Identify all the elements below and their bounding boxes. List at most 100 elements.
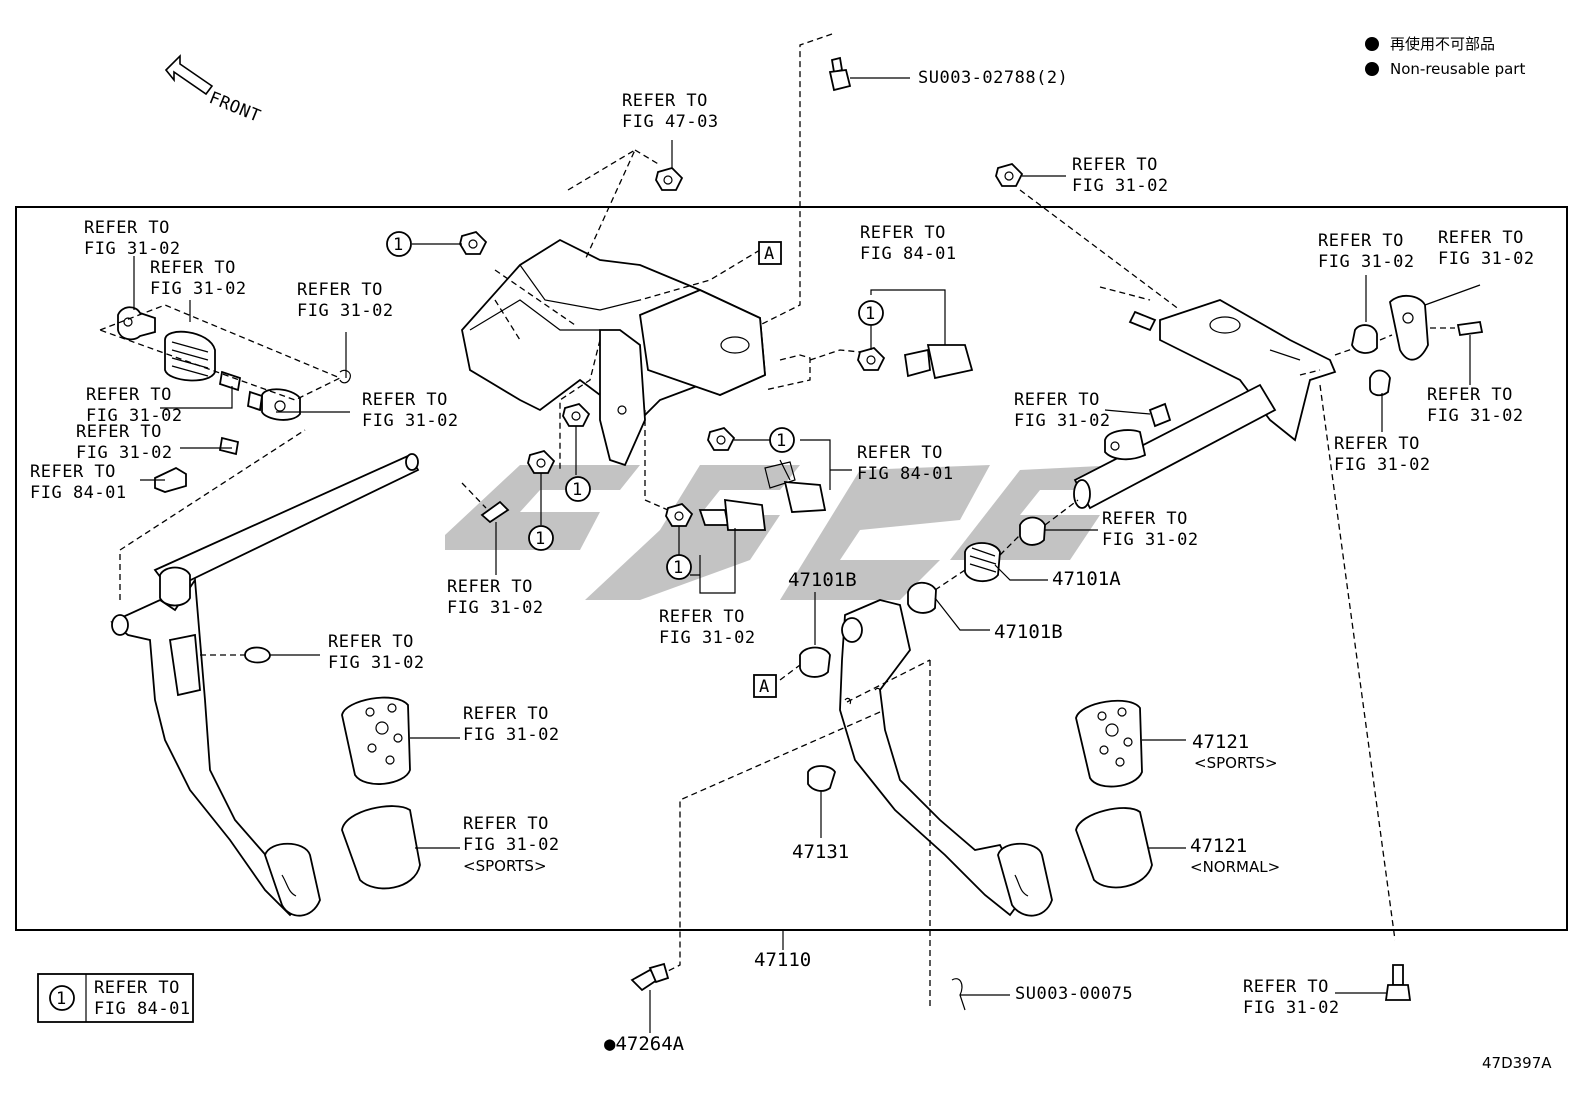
top-nut: [655, 140, 684, 191]
svg-text:A: A: [759, 677, 770, 697]
refer-label-line: REFER TO: [1072, 155, 1158, 175]
refer-label-line: REFER TO: [30, 462, 116, 482]
refer-label-line: REFER TO: [362, 390, 448, 410]
refer-label-line: REFER TO: [1438, 228, 1524, 248]
svg-text:1: 1: [535, 529, 546, 549]
diagram-code: 47D397A: [1482, 1054, 1552, 1072]
refer-label-line: FIG 31-02: [76, 443, 173, 463]
part-47131: 47131: [792, 841, 849, 863]
refer-label-line: REFER TO: [1318, 231, 1404, 251]
svg-text:1: 1: [673, 558, 684, 578]
refer-label-line: FIG 31-02: [463, 835, 560, 855]
part-su003-00075: SU003-00075: [1015, 984, 1133, 1004]
callout-1: 1: [858, 300, 884, 326]
callout-1: 1: [528, 525, 554, 551]
refer-label-line: REFER TO: [1102, 509, 1188, 529]
refer-label-line: REFER TO: [1334, 434, 1420, 454]
refer-label-line: FIG 84-01: [857, 464, 954, 484]
refer-label-line: FIG 31-02: [1438, 249, 1535, 269]
refer-label-line: FIG 31-02: [463, 725, 560, 745]
pedal-bracket: [461, 148, 766, 470]
refer-label-line: REFER TO: [150, 258, 236, 278]
nuts: [412, 162, 1066, 555]
refer-label-line: REFER TO: [860, 223, 946, 243]
part-numbers: 47101A 47101B 47101B 47121 <SPORTS> 4712…: [604, 568, 1552, 1072]
callout-1: 1: [769, 427, 795, 453]
refer-label-line: FIG 31-02: [659, 628, 756, 648]
refer-label-line: FIG 31-02: [86, 406, 183, 426]
part-47101b-right: 47101B: [994, 621, 1063, 643]
refer-label-line: REFER TO: [622, 91, 708, 111]
part-47101b-left: 47101B: [788, 569, 857, 591]
callout-1: 1: [666, 554, 692, 580]
non-reusable-dot-icon: [1365, 62, 1379, 76]
callout-1: 1: [565, 476, 591, 502]
left-pedal-assembly: [110, 429, 420, 917]
right-pedal-assembly: [659, 499, 1098, 1010]
callout-1: 1: [386, 231, 412, 257]
key-box-line1: REFER TO: [94, 978, 180, 998]
refer-label-line: FIG 31-02: [1243, 998, 1340, 1018]
key-box-num: 1: [56, 989, 67, 1009]
top-bolt: SU003-02788(2): [759, 33, 1068, 326]
refer-label-line: FIG 47-03: [622, 112, 719, 132]
refer-label-line: FIG 31-02: [150, 279, 247, 299]
bottom-fasteners: [630, 384, 1412, 1033]
refer-label-line: FIG 31-02: [1334, 455, 1431, 475]
refer-label-line: FIG 31-02: [328, 653, 425, 673]
svg-text:A: A: [764, 244, 775, 264]
refer-label-line: REFER TO: [659, 607, 745, 627]
refer-label-line: <SPORTS>: [463, 857, 547, 875]
box-a-bottom: A: [753, 674, 777, 698]
legend: 再使用不可部品 Non-reusable part: [1365, 35, 1525, 78]
front-arrow: FRONT: [164, 54, 263, 127]
refer-label-line: FIG 31-02: [1014, 411, 1111, 431]
part-47264a: ●47264A: [604, 1033, 685, 1055]
part-su003-02788: SU003-02788(2): [918, 68, 1068, 88]
front-label: FRONT: [206, 88, 263, 127]
refer-label-line: FIG 31-02: [1072, 176, 1169, 196]
label-sports: <SPORTS>: [1194, 754, 1278, 772]
left-small-parts: [98, 256, 351, 493]
right-bracket: [1019, 189, 1337, 442]
refer-label-line: FIG 31-02: [297, 301, 394, 321]
key-box-line2: FIG 84-01: [94, 999, 191, 1019]
refer-label-line: REFER TO: [1427, 385, 1513, 405]
refer-label-line: REFER TO: [328, 632, 414, 652]
left-pedal-pads: [341, 696, 460, 890]
refer-label-line: FIG 31-02: [362, 411, 459, 431]
box-a-top: A: [758, 241, 782, 265]
refer-label-line: REFER TO: [1014, 390, 1100, 410]
refer-label-line: REFER TO: [463, 814, 549, 834]
svg-text:1: 1: [865, 304, 876, 324]
legend-en: Non-reusable part: [1390, 60, 1525, 78]
refer-label-line: FIG 31-02: [1102, 530, 1199, 550]
switches: [644, 289, 974, 594]
refer-label-line: REFER TO: [76, 422, 162, 442]
svg-text:1: 1: [393, 235, 404, 255]
svg-text:1: 1: [776, 431, 787, 451]
refer-label-line: FIG 31-02: [447, 598, 544, 618]
refer-label-line: FIG 84-01: [860, 244, 957, 264]
key-box: 1 REFER TO FIG 84-01: [37, 973, 194, 1023]
part-47101a: 47101A: [1052, 568, 1121, 590]
front-arrow-icon: [164, 54, 214, 96]
assembly-frame: [15, 206, 1568, 931]
refer-label-line: REFER TO: [86, 385, 172, 405]
refer-label-line: FIG 31-02: [1318, 252, 1415, 272]
refer-label-line: REFER TO: [1243, 977, 1329, 997]
